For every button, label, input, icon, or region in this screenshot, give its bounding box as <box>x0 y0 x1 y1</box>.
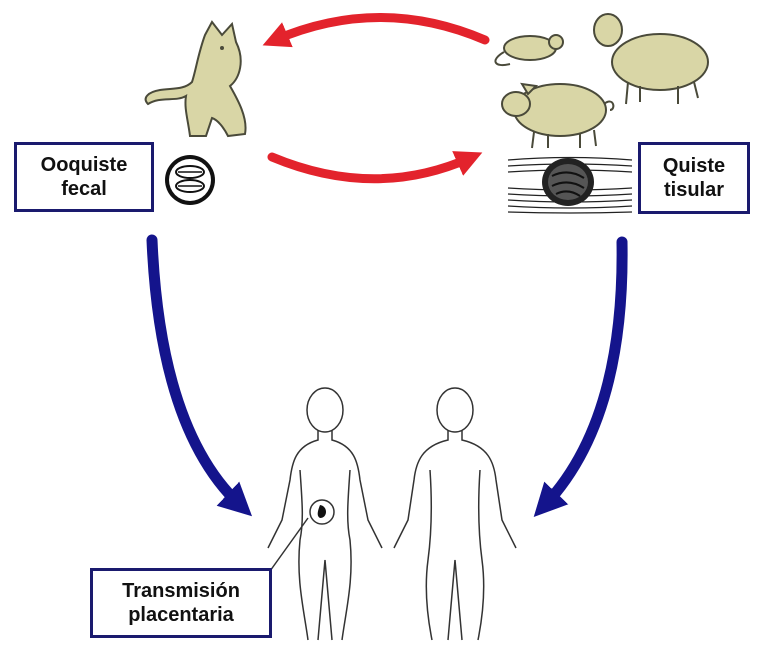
oocyst-icon <box>165 155 215 205</box>
placental-transmission-label-line1: Transmisión <box>122 579 240 603</box>
tissue-cyst-label: Quiste tisular <box>638 142 750 214</box>
male-figure-icon <box>394 388 516 640</box>
arrow-cat-to-hosts <box>272 157 470 179</box>
fetus-icon <box>310 500 334 524</box>
placental-transmission-label: Transmisión placentaria <box>90 568 272 638</box>
arrow-hosts-to-cat <box>275 18 485 41</box>
sheep-icon <box>594 14 708 104</box>
mouse-icon <box>495 35 563 65</box>
arrow-cyst-to-human <box>545 242 622 505</box>
pig-icon <box>502 84 613 148</box>
fecal-oocyst-label-line2: fecal <box>61 177 107 201</box>
tissue-cyst-label-line1: Quiste <box>663 154 725 178</box>
tissue-cyst-label-line2: tisular <box>664 178 724 202</box>
fecal-oocyst-label-line1: Ooquiste <box>41 153 128 177</box>
tissue-cyst-icon <box>508 158 632 214</box>
cat-icon <box>146 22 246 136</box>
arrow-oocyst-to-human <box>152 240 240 505</box>
placental-transmission-label-line2: placentaria <box>128 603 234 627</box>
fecal-oocyst-label: Ooquiste fecal <box>14 142 154 212</box>
